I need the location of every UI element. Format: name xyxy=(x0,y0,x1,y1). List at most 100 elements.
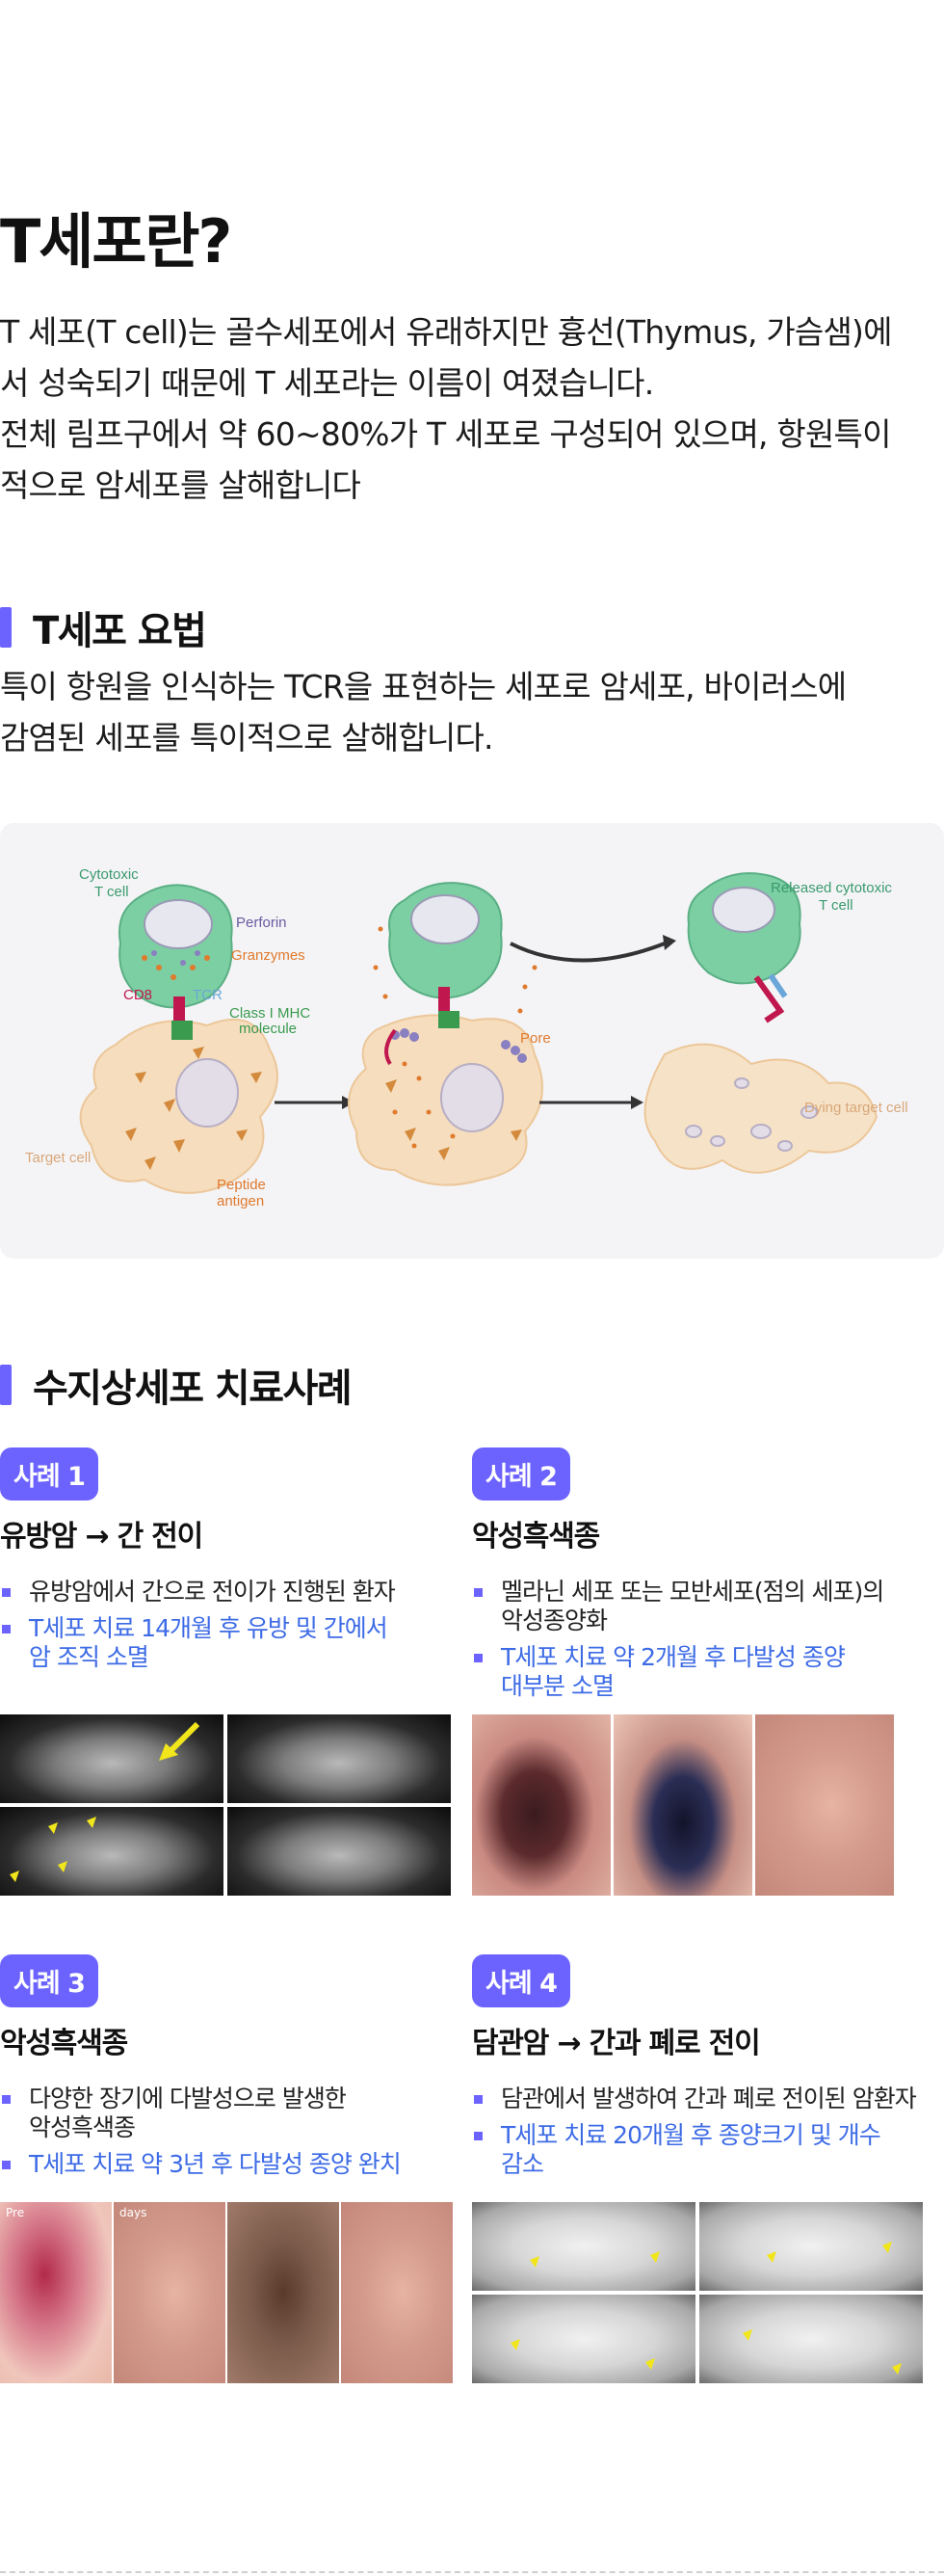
t-cell-nucleus xyxy=(144,899,213,949)
skin-photo: Pre xyxy=(0,2202,112,2383)
arrow-release xyxy=(510,942,666,963)
granules xyxy=(142,955,210,980)
released-granules xyxy=(373,926,538,1149)
list-item: T세포 치료 약 3년 후 다발성 종양 완치 xyxy=(0,2150,462,2179)
therapy-desc-line: 감염된 세포를 특이적으로 살해합니다. xyxy=(0,719,494,757)
ct-scan-image xyxy=(227,1714,451,1803)
label-dying: Dying target cell xyxy=(804,1100,908,1116)
label-released-2: T cell xyxy=(819,897,853,914)
intro-text: T 세포(T cell)는 골수세포에서 유래하지만 흉선(Thymus, 가슴… xyxy=(0,306,939,511)
t-cell-2-nucleus xyxy=(410,894,480,944)
yellow-arrow-icon xyxy=(159,1721,200,1761)
dying-target-shape xyxy=(643,1043,878,1174)
arrow-release-head xyxy=(663,935,676,950)
case-4-images xyxy=(472,2202,925,2383)
case-list: 유방암에서 간으로 전이가 진행된 환자 T세포 치료 14개월 후 유방 및 … xyxy=(0,1578,462,1672)
lung-ct-image xyxy=(472,2295,695,2383)
yellow-arrow-icon xyxy=(511,2339,655,2370)
footer-divider xyxy=(0,2571,944,2573)
case-badge: 사례 2 xyxy=(472,1447,570,1500)
therapy-section-title: T세포 요법 xyxy=(0,599,207,655)
label-target: Target cell xyxy=(25,1150,91,1166)
label-cd8: CD8 xyxy=(123,987,152,1003)
label-released-1: Released cytotoxic xyxy=(771,880,892,896)
intro-line: 적으로 암세포를 살해합니다 xyxy=(0,466,361,504)
intro-line: T 세포(T cell)는 골수세포에서 유래하지만 흉선(Thymus, 가슴… xyxy=(0,313,892,351)
label-mhc-1: Class I MHC xyxy=(229,1005,310,1022)
photo-caption: Pre xyxy=(6,2206,25,2219)
peptide-antigens xyxy=(125,1047,262,1170)
dying-fragments xyxy=(685,1077,818,1152)
arrow-2-head xyxy=(631,1096,643,1109)
label-peptide-2: antigen xyxy=(217,1193,264,1209)
photo-caption: days xyxy=(119,2206,147,2219)
ear-photo xyxy=(614,1714,752,1896)
lung-ct-image xyxy=(699,2202,923,2291)
label-tcell: T cell xyxy=(94,884,129,900)
case-title: 악성흑색종 xyxy=(472,1520,600,1554)
label-cytotoxic: Cytotoxic xyxy=(79,866,139,883)
skin-photo xyxy=(227,2202,339,2383)
list-item: 담관에서 발생하여 간과 폐로 전이된 암환자 xyxy=(472,2085,934,2113)
released-receptor xyxy=(753,975,785,1023)
cases-heading: 수지상세포 치료사례 xyxy=(33,1367,353,1411)
case-3-images: Pre days xyxy=(0,2202,458,2383)
page-title: T세포란? xyxy=(0,206,232,277)
case-title: 담관암 → 간과 폐로 전이 xyxy=(472,2027,761,2060)
skin-photo: days xyxy=(114,2202,225,2383)
lung-ct-image xyxy=(699,2295,923,2383)
t-cell-mechanism-diagram: Cytotoxic T cell Perforin Granzymes CD8 … xyxy=(0,823,944,1259)
case-badge: 사례 1 xyxy=(0,1447,98,1500)
list-item: 유방암에서 간으로 전이가 진행된 환자 xyxy=(0,1578,462,1607)
ct-scan-image xyxy=(227,1807,451,1896)
intro-line: 서 성숙되기 때문에 T 세포라는 이름이 여졌습니다. xyxy=(0,364,654,402)
mhc-molecule xyxy=(171,1021,193,1040)
target-2-antigens xyxy=(385,1079,522,1160)
case-title: 악성흑색종 xyxy=(0,2027,128,2060)
released-nucleus xyxy=(712,887,775,933)
case-4: 사례 4 담관암 → 간과 폐로 전이 담관에서 발생하여 간과 폐로 전이된 … xyxy=(472,1954,934,2187)
target-2-nucleus xyxy=(440,1063,504,1132)
label-granzymes: Granzymes xyxy=(231,947,305,964)
therapy-desc-line: 특이 항원을 인식하는 TCR을 표현하는 세포로 암세포, 바이러스에 xyxy=(0,668,847,705)
case-list: 담관에서 발생하여 간과 폐로 전이된 암환자 T세포 치료 20개월 후 종양… xyxy=(472,2085,934,2179)
section-accent-bar xyxy=(0,1365,12,1405)
ct-scan-image xyxy=(0,1807,223,1896)
red-curl-arrow xyxy=(384,1028,397,1066)
ear-photo xyxy=(755,1714,894,1896)
label-peptide-1: Peptide xyxy=(217,1177,266,1193)
tcr-stalk xyxy=(173,996,185,1025)
yellow-arrow-icon xyxy=(530,2251,660,2268)
case-badge: 사례 3 xyxy=(0,1954,98,2007)
released-tcr xyxy=(768,973,788,998)
label-tcr: TCR xyxy=(193,987,223,1003)
case-badge: 사례 4 xyxy=(472,1954,570,2007)
case-2-images xyxy=(472,1714,896,1896)
target-nucleus xyxy=(175,1058,239,1128)
label-pore: Pore xyxy=(520,1030,551,1047)
therapy-description: 특이 항원을 인식하는 TCR을 표현하는 세포로 암세포, 바이러스에 감염된… xyxy=(0,661,939,763)
case-title: 유방암 → 간 전이 xyxy=(0,1520,203,1554)
therapy-heading: T세포 요법 xyxy=(33,609,207,653)
perforin-dots xyxy=(151,950,200,966)
skin-photo xyxy=(341,2202,453,2383)
case-1: 사례 1 유방암 → 간 전이 유방암에서 간으로 전이가 진행된 환자 T세포… xyxy=(0,1447,462,1680)
yellow-arrow-icon xyxy=(10,1817,96,1882)
label-perforin: Perforin xyxy=(236,915,287,931)
intro-line: 전체 림프구에서 약 60~80%가 T 세포로 구성되어 있으며, 항원특이 xyxy=(0,415,891,453)
yellow-arrow-icon xyxy=(767,2242,892,2263)
yellow-arrow-icon xyxy=(743,2329,902,2375)
mhc-2-molecule xyxy=(438,1011,459,1028)
diagram-svg: Cytotoxic T cell Perforin Granzymes CD8 … xyxy=(25,866,908,1209)
case-1-images xyxy=(0,1714,451,1896)
lung-ct-image xyxy=(472,2202,695,2291)
cases-section-title: 수지상세포 치료사례 xyxy=(0,1357,353,1413)
